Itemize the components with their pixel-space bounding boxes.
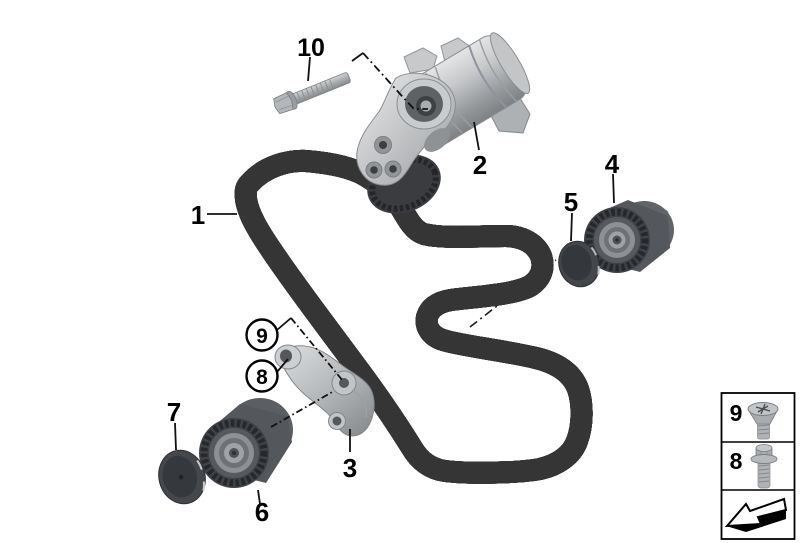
circled-callout-9[interactable]: 9 [245,318,279,352]
leader-6 [257,489,261,505]
circled-callout-8[interactable]: 8 [245,359,279,393]
legend-box: 9 8 [720,392,796,540]
idler-pulley-4 [584,200,674,273]
label-idler-pulley-left[interactable]: 6 [255,497,269,527]
legend-9-number[interactable]: 9 [730,400,743,426]
leader-10 [307,56,311,82]
label-tensioner[interactable]: 2 [473,150,487,180]
leader-9-solid [276,317,292,331]
label-bracket[interactable]: 3 [343,453,357,483]
legend-row-bolt-8[interactable]: 8 [730,444,778,489]
pulley-bracket [274,344,375,437]
tensioner-bolt [273,72,351,115]
serpentine-belt [246,161,582,473]
countersunk-screw-icon [747,402,779,440]
tensioner-top-lug [403,47,438,74]
bracket-boss-hole [339,378,349,388]
tensioner-arm-window [424,128,450,152]
belt-tensioner [356,32,531,214]
label-cap-right[interactable]: 5 [564,187,578,217]
legend-row-screw-9[interactable]: 9 [730,400,779,440]
callout-9-number[interactable]: 9 [256,325,268,348]
bracket-foot-hole [332,416,342,426]
callout-8-number[interactable]: 8 [256,366,268,389]
flange-bolt-icon [750,444,778,489]
leader-bolt10-solid [351,52,364,62]
leader-4 [612,173,615,204]
legend-row-direction [724,497,788,532]
label-tensioner-bolt[interactable]: 10 [297,34,325,62]
tensioner-bolt-bosses [365,136,402,179]
leader-pulley6-bracket [270,390,335,428]
label-belt[interactable]: 1 [191,200,205,230]
leader-lines [174,52,615,505]
label-cap-left[interactable]: 7 [167,397,181,427]
cap-5 [558,240,600,288]
leader-2 [473,121,480,151]
leader-bolt10-dashdot [362,52,428,110]
part-number-labels: 1 10 2 4 5 3 6 7 [167,34,620,527]
bracket-edge-highlight [351,389,368,419]
leader-5 [570,212,573,242]
idler-pulley-6 [199,398,293,488]
leader-8-solid [276,358,289,373]
label-idler-pulley-right[interactable]: 4 [605,149,620,179]
direction-arrow-icon [724,497,788,532]
leader-7 [174,422,177,451]
cap-7 [158,449,206,505]
bracket-tube-hole [280,349,292,363]
legend-8-number[interactable]: 8 [730,448,743,474]
